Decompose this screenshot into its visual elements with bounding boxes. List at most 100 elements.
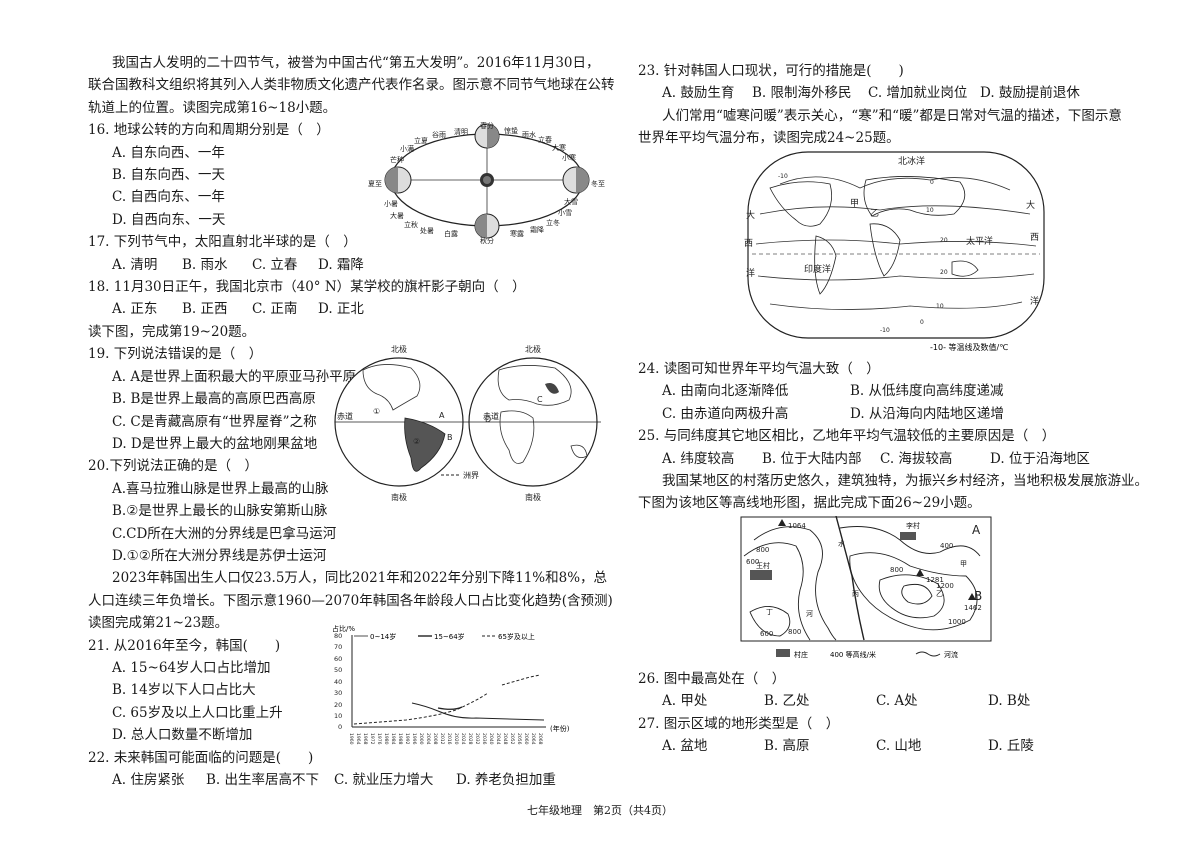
q24-option-c: C. 由赤道向两极升高 xyxy=(662,405,789,422)
question-21: 21. 从2016年至今，韩国( ) xyxy=(88,637,281,654)
peak-1064-icon xyxy=(778,519,786,526)
q26-option-d: D. B处 xyxy=(988,693,1031,710)
ytick-40: 40 xyxy=(334,678,342,686)
xtick: 2068 xyxy=(537,733,543,745)
label-xiaoxue: 小雪 xyxy=(558,208,572,217)
label-xiaoshu: 小暑 xyxy=(384,199,398,208)
label-atlantic-6: 洋 xyxy=(746,267,755,279)
elev-1462: 1462 xyxy=(964,604,982,612)
legend-river: 河流 xyxy=(944,650,958,659)
label-chushu: 处暑 xyxy=(420,226,434,235)
q27-option-a: A. 盆地 xyxy=(662,738,708,755)
xtick: 2004 xyxy=(425,733,431,745)
point-bing: 丙 xyxy=(852,590,859,598)
label-dashu: 大暑 xyxy=(390,211,404,220)
point-a: A xyxy=(972,523,981,537)
ytick-30: 30 xyxy=(334,689,342,697)
q26-option-b: B. 乙处 xyxy=(764,693,810,710)
peak-1281-icon xyxy=(916,569,924,576)
q20-option-a: A.喜马拉雅山脉是世界上最高的山脉 xyxy=(112,480,329,497)
point-b: B xyxy=(974,589,982,603)
intro-korea-2: 人口连续三年负增长。下图示意1960—2070年韩国各年龄段人口占比变化趋势(含… xyxy=(88,592,613,609)
mark-b: B xyxy=(447,433,453,442)
xtick: 1988 xyxy=(397,733,403,745)
xtick: 1984 xyxy=(390,733,396,745)
left-column: 我国古人发明的二十四节气，被誉为中国古代“第五大发明”。2016年11月30日，… xyxy=(88,52,615,791)
read-figure-19-20: 读下图，完成第19~20题。 xyxy=(88,323,256,340)
point-ding: 丁 xyxy=(766,608,773,616)
xtick: 2012 xyxy=(439,733,445,745)
q25-option-d: D. 位于沿海地区 xyxy=(990,450,1090,467)
point-jia: 甲 xyxy=(960,560,967,568)
q17-option-a: A. 清明 xyxy=(112,256,158,273)
label-atlantic-4: 大 xyxy=(746,209,755,221)
q26-option-c: C. A处 xyxy=(876,693,918,710)
label-lichun: 立春 xyxy=(538,135,552,144)
q21-option-a: A. 15~64岁人口占比增加 xyxy=(112,659,271,676)
question-17: 17. 下列节气中，太阳直射北半球的是（ ） xyxy=(88,234,357,251)
q24-option-b: B. 从低纬度向高纬度递减 xyxy=(850,383,1004,400)
xtick: 1992 xyxy=(404,733,410,745)
xtick: 1976 xyxy=(376,733,382,745)
page-footer: 七年级地理 第2页（共4页） xyxy=(527,804,673,817)
q22-option-a: A. 住房紧张 xyxy=(112,772,185,788)
xtick: 2044 xyxy=(495,733,501,745)
question-26: 26. 图中最高处在（ ） xyxy=(638,671,786,687)
isotherm-0-n: 0 xyxy=(930,179,934,186)
q18-option-b: B. 正西 xyxy=(182,301,228,318)
xtick: 2036 xyxy=(481,733,487,745)
question-22: 22. 未来韩国可能面临的问题是( ) xyxy=(88,749,314,766)
label-equator-1: 赤道 xyxy=(337,411,353,421)
label-wang-village: 王村 xyxy=(756,561,770,570)
ytick-20: 20 xyxy=(334,701,342,709)
ytick-0: 0 xyxy=(338,723,342,731)
q24-option-a: A. 由南向北逐渐降低 xyxy=(662,383,789,400)
q24-options-1: A. 由南向北逐渐降低 B. 从低纬度向高纬度递减 xyxy=(638,380,1138,402)
xtick: 2000 xyxy=(418,733,424,745)
chart-ylabel: 占比/% xyxy=(332,624,355,633)
intro-temperature: 人们常用“嘘寒问暖”表示关心，“寒”和“暖”都是日常对气温的描述，下图示意 xyxy=(662,107,1122,124)
legend-65-plus: 65岁及以上 xyxy=(498,632,535,641)
village-li-icon xyxy=(900,532,916,540)
q19-option-c: C. C是青藏高原有“世界屋脊”之称 xyxy=(112,413,317,430)
q27-option-d: D. 丘陵 xyxy=(988,738,1034,755)
question-18: 18. 11月30日正午，我国北京市（40° N）某学校的旗杆影子朝向（ ） xyxy=(88,279,526,296)
label-north-pole-2: 北极 xyxy=(525,344,541,354)
q19-option-b: B. B是世界上最高的高原巴西高原 xyxy=(112,391,316,408)
label-xiaohan: 小寒 xyxy=(562,153,576,162)
q22-option-b: B. 出生率居高不下 xyxy=(206,772,320,788)
elev-1200: 1200 xyxy=(936,582,954,590)
intro-korea: 2023年韩国出生人口仅23.5万人，同比2021年和2022年分别下降11%和… xyxy=(112,570,608,587)
label-north-pole-1: 北极 xyxy=(391,344,407,354)
label-equator-2: 赤道 xyxy=(483,411,499,421)
question-27: 27. 图示区域的地形类型是（ ） xyxy=(638,715,840,732)
q16-option-b: B. 自东向西、一天 xyxy=(112,167,226,184)
label-li-village: 李村 xyxy=(906,521,920,530)
isotherm-20-n: 20 xyxy=(940,237,948,244)
chart-xunit: (年份) xyxy=(550,724,570,733)
intro-contour: 我国某地区的村落历史悠久，建筑独特，为振兴乡村经济，当地积极发展旅游业。 xyxy=(662,473,1148,490)
q22-option-d: D. 养老负担加重 xyxy=(456,772,556,788)
label-xiaoman: 小满 xyxy=(400,144,414,153)
q21-option-d: D. 总人口数量不断增加 xyxy=(112,727,253,744)
x-ticks: 1960 1964 1968 1972 1976 1980 1984 1988 … xyxy=(348,733,543,745)
label-south-pole-1: 南极 xyxy=(391,492,407,502)
q21-option-c: C. 65岁及以上人口比重上升 xyxy=(112,704,283,721)
ytick-10: 10 xyxy=(334,712,342,720)
label-hanlu: 寒露 xyxy=(510,229,524,238)
q23-option-d: D. 鼓励提前退休 xyxy=(980,85,1080,102)
xtick: 2020 xyxy=(453,733,459,745)
label-xiazhi: 夏至 xyxy=(368,180,382,188)
mark-1: ① xyxy=(373,407,380,416)
intro-solar-terms-2: 联合国教科文组织将其列入人类非物质文化遗产代表作名录。图示意不同节气地球在公转 xyxy=(88,77,615,94)
q19-option-d: D. D是世界上最大的盆地刚果盆地 xyxy=(112,435,318,452)
label-liqiu: 立秋 xyxy=(404,220,418,229)
mark-d: D xyxy=(485,415,491,424)
elev-400: 400 xyxy=(940,542,953,550)
isotherm-20-s: 20 xyxy=(940,269,948,276)
